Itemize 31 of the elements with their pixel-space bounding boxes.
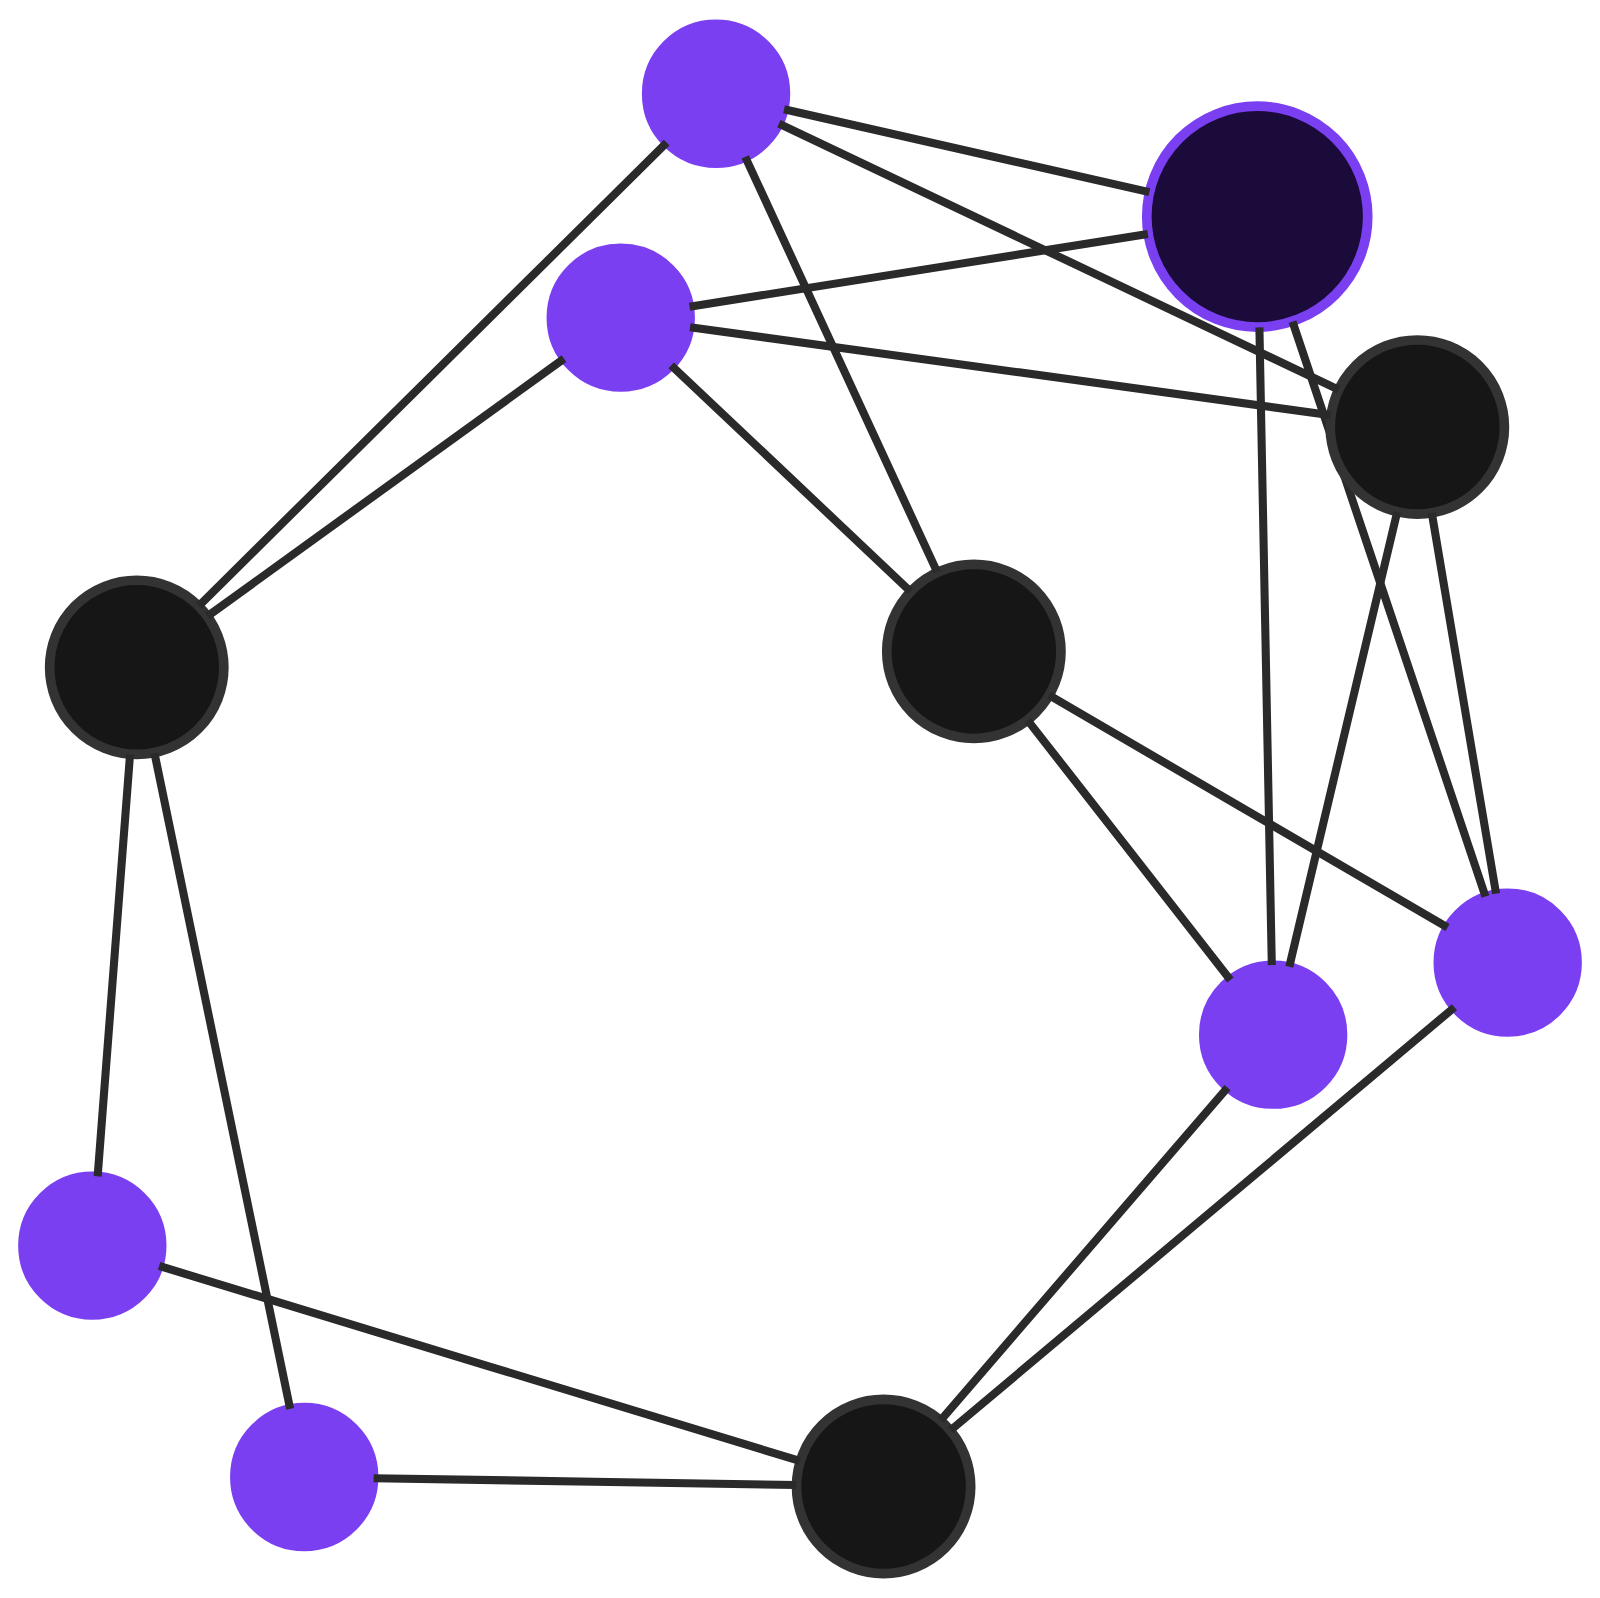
connector bbox=[741, 155, 941, 574]
connector bbox=[668, 362, 914, 595]
node-circle bbox=[1433, 888, 1582, 1037]
connector bbox=[948, 1004, 1458, 1434]
connector bbox=[689, 323, 1332, 420]
node-circle bbox=[44, 575, 229, 760]
node-circle bbox=[1199, 960, 1348, 1109]
connector bbox=[205, 355, 567, 620]
connector bbox=[157, 1262, 801, 1465]
node-circle bbox=[18, 1171, 167, 1320]
node-circle bbox=[1325, 335, 1510, 519]
connector bbox=[1047, 691, 1450, 932]
connector bbox=[1024, 717, 1234, 983]
connector bbox=[373, 1474, 797, 1490]
node-circle bbox=[546, 243, 695, 392]
connector bbox=[196, 139, 670, 609]
connector bbox=[1427, 512, 1501, 895]
connector bbox=[937, 1085, 1231, 1423]
connector bbox=[688, 230, 1149, 311]
node-circle bbox=[230, 1402, 379, 1552]
connector bbox=[1285, 511, 1402, 968]
connector bbox=[93, 754, 135, 1177]
node-circle bbox=[881, 559, 1066, 744]
node-circle bbox=[641, 19, 791, 168]
connector bbox=[783, 105, 1151, 197]
connector bbox=[1255, 327, 1276, 966]
connector bbox=[1288, 320, 1490, 898]
connector bbox=[150, 752, 295, 1410]
connector bbox=[777, 120, 1341, 394]
node-circle bbox=[1141, 101, 1373, 332]
node-circle bbox=[791, 1394, 976, 1579]
